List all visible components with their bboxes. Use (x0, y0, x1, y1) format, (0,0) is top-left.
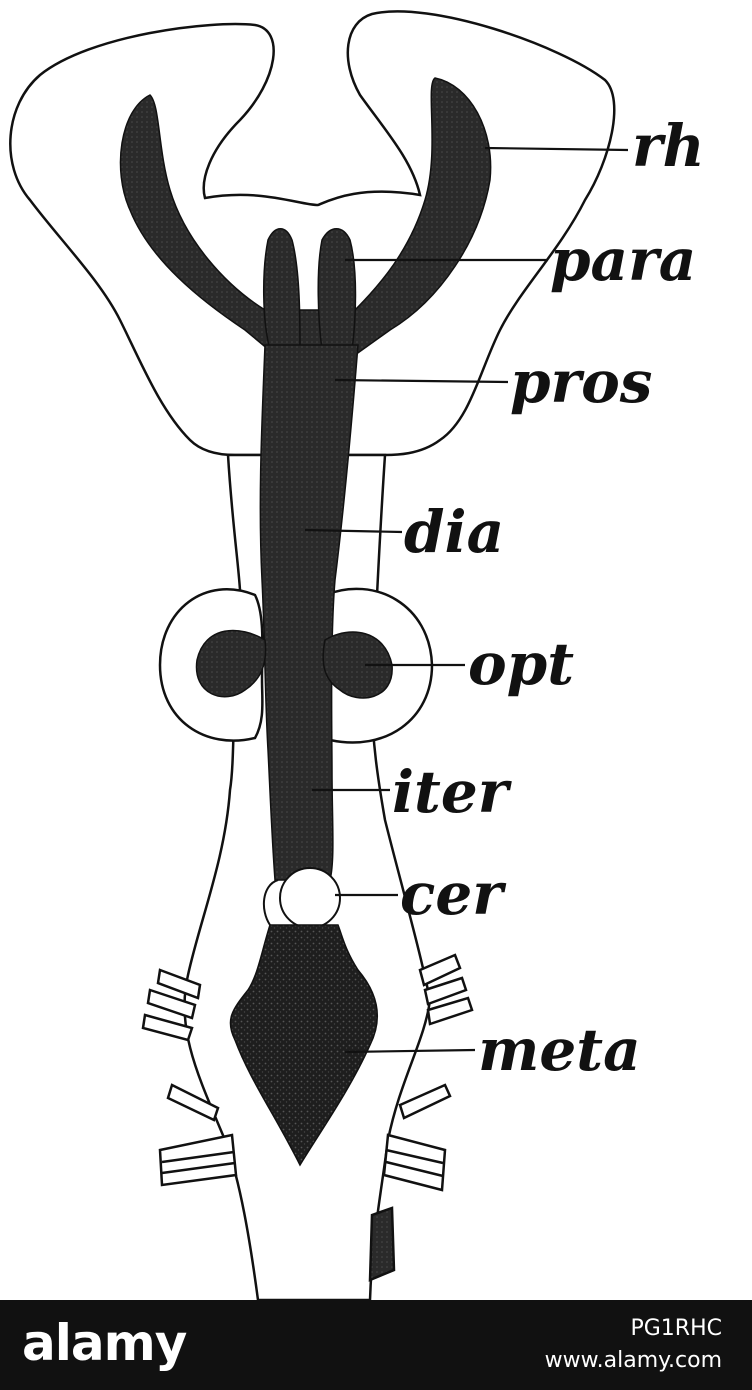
paraphysis-right-lobe (317, 228, 357, 351)
label-iter: iter (392, 758, 513, 826)
label-pros: pros (510, 348, 652, 416)
watermark-footer: alamy PG1RHC www.alamy.com (0, 1300, 752, 1390)
ventricle-system (119, 77, 492, 1167)
left-optic-ventricle (195, 629, 267, 698)
leader-meta (344, 1048, 476, 1054)
fourth-ventricle (229, 924, 378, 1167)
leader-dia (304, 528, 403, 534)
site-url: www.alamy.com (544, 1348, 722, 1373)
label-cer: cer (400, 860, 507, 928)
label-opt: opt (468, 630, 574, 698)
right-nerve-roots (368, 953, 474, 1282)
brain-ventricle-illustration: rh para pros dia opt iter cer meta (9, 10, 705, 1300)
label-dia: dia (404, 498, 504, 566)
right-optic-ventricle (322, 631, 393, 699)
paraphysis-left-lobe (262, 228, 301, 351)
leader-lines (304, 146, 629, 1054)
cerebellum-ventricle (279, 867, 341, 929)
label-meta: meta (478, 1016, 641, 1084)
lateral-ventricle-horns (119, 77, 492, 356)
brand-logo: alamy (22, 1314, 187, 1372)
image-id: PG1RHC (630, 1316, 722, 1341)
label-para: para (550, 226, 696, 294)
leader-rh (484, 146, 629, 152)
leader-pros (334, 378, 509, 384)
label-rh: rh (632, 112, 705, 180)
left-nerve-roots (141, 968, 238, 1187)
